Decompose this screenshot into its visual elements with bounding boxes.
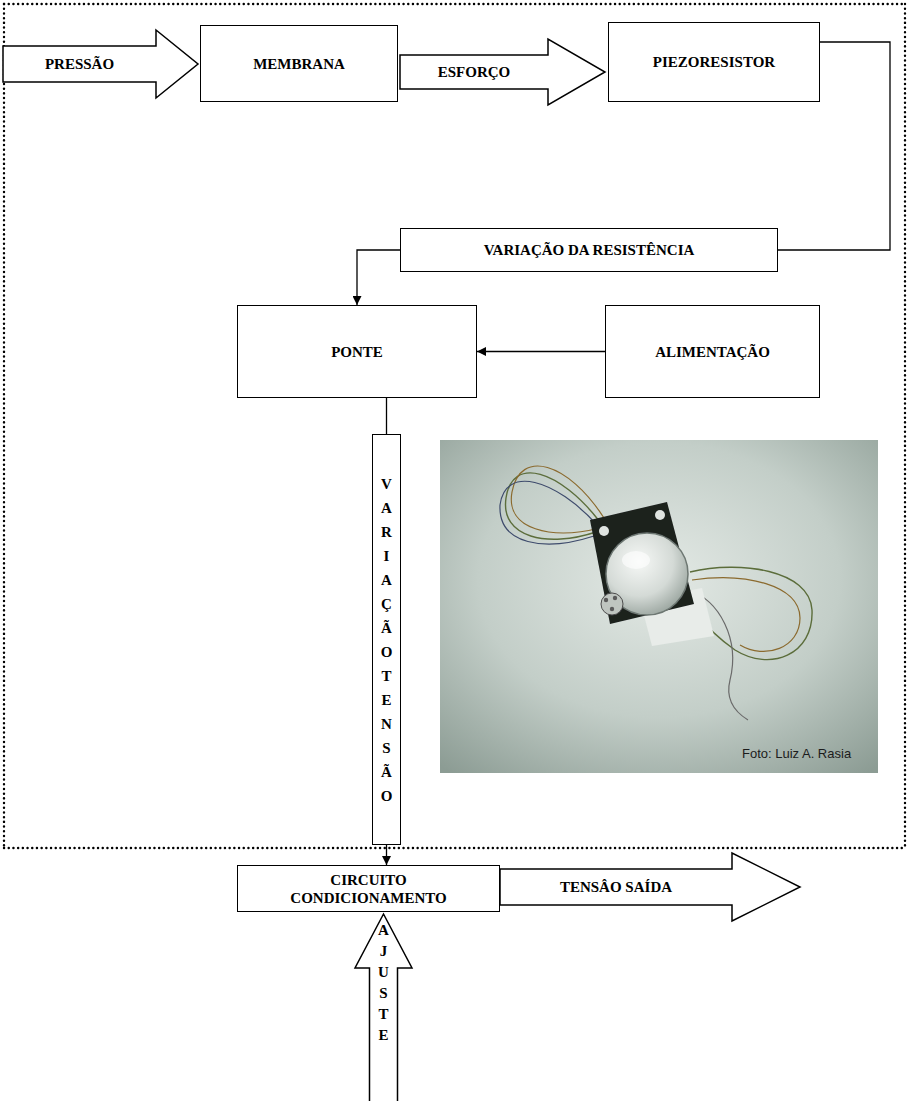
text-holder: PRESSÃO [3, 46, 156, 82]
connector-line [477, 351, 605, 352]
box-label: PIEZORESISTOR [653, 53, 775, 71]
vertical-label: VARIAÇÃO TENSÃO [379, 472, 394, 808]
terminal-pin [613, 596, 617, 600]
box-label: ALIMENTAÇÃO [655, 343, 770, 361]
box-label: MEMBRANA [253, 55, 345, 73]
photo-credit: Foto: Luiz A. Rasia [742, 746, 851, 761]
mounting-plate [590, 502, 694, 624]
box-label: ESFORÇO [438, 63, 511, 81]
terminal-ring [601, 593, 623, 615]
wire [505, 473, 600, 539]
conditioning-box: CIRCUITO CONDICIONAMENTO [237, 865, 500, 912]
dotted-boundary [4, 4, 905, 848]
text-holder: PONTE [238, 306, 476, 397]
vertical-label: AJUSTE [376, 920, 391, 1046]
photo-ground [440, 440, 878, 773]
signal-box: VARIAÇÃO DA RESISTÊNCIA [400, 228, 778, 272]
sensor-device [500, 466, 812, 720]
text-holder: VARIAÇÃO DA RESISTÊNCIA [401, 229, 777, 271]
sensor-photo [440, 440, 878, 773]
dotted-line [3, 4, 5, 848]
supply-box: ALIMENTAÇÃO [605, 305, 820, 398]
wire [500, 481, 598, 544]
box-label: CIRCUITO CONDICIONAMENTO [281, 871, 456, 907]
connector-line [386, 845, 387, 865]
block-arrow-outline [3, 30, 198, 98]
connector-line [386, 398, 387, 434]
text-holder: ESFORÇO [400, 55, 548, 89]
dotted-line [4, 3, 905, 5]
output-arrow: TENSÂO SAÍDA [500, 853, 800, 921]
block-arrow-outline [400, 39, 605, 105]
box-label: PONTE [331, 343, 383, 361]
dotted-line [904, 4, 906, 848]
text-holder: MEMBRANA [201, 26, 397, 101]
wire [511, 466, 604, 533]
input-arrow: PRESSÃO [3, 30, 198, 98]
block-arrow-outline [355, 914, 412, 1101]
box-label: PRESSÃO [45, 55, 114, 73]
text-holder: ALIMENTAÇÃO [606, 306, 819, 397]
text-holder: TENSÂO SAÍDA [500, 869, 732, 905]
text-holder: CIRCUITO CONDICIONAMENTO [238, 866, 499, 911]
signal-arrow: ESFORÇO [400, 39, 605, 105]
screw-hole [655, 510, 665, 520]
adjust-arrow: AJUSTE [355, 914, 412, 1101]
text-holder: AJUSTE [370, 914, 398, 1101]
dotted-line [4, 847, 905, 849]
screw-hole [599, 526, 609, 536]
bridge-box: PONTE [237, 305, 477, 398]
block-arrow-outline [500, 853, 800, 921]
process-box: MEMBRANA [200, 25, 398, 102]
dome-highlight [622, 551, 650, 569]
connector-line [357, 250, 400, 305]
terminal-pin [604, 598, 608, 602]
signal-column: VARIAÇÃO TENSÃO [372, 434, 401, 845]
box-label: VARIAÇÃO DA RESISTÊNCIA [484, 241, 695, 259]
sensor-box: PIEZORESISTOR [608, 22, 820, 102]
text-holder: VARIAÇÃO TENSÃO [373, 435, 400, 844]
terminal-pin [610, 607, 614, 611]
box-label: TENSÂO SAÍDA [560, 878, 672, 896]
text-holder: PIEZORESISTOR [609, 23, 819, 101]
